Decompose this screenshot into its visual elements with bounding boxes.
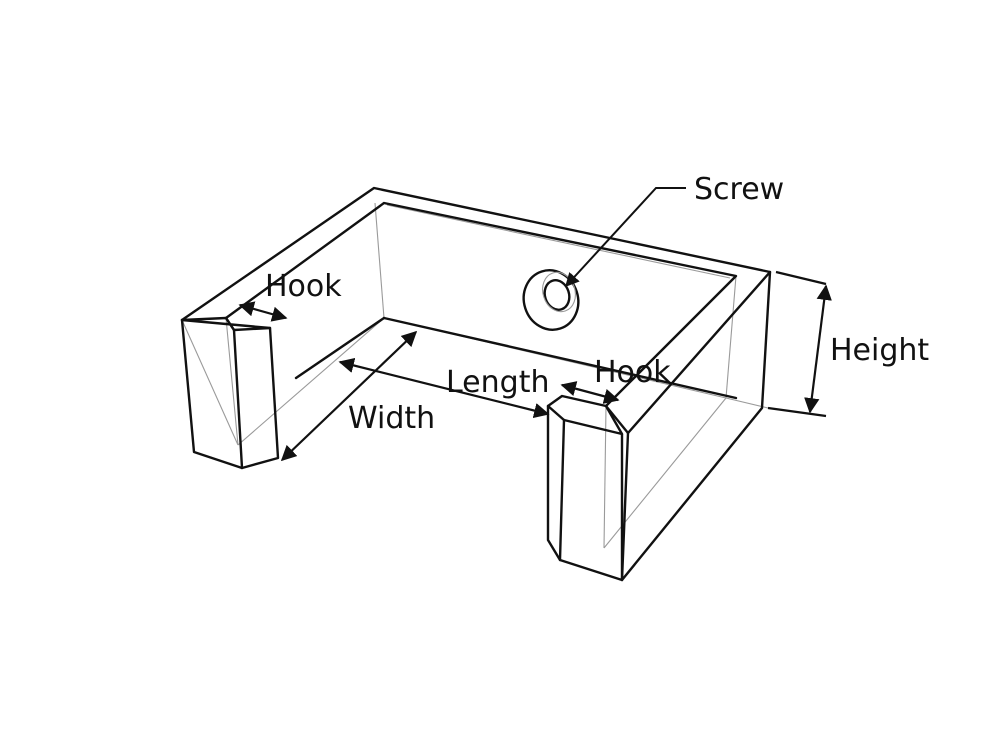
- width-label: Width: [348, 401, 435, 436]
- height-label: Height: [830, 333, 929, 368]
- labels: Screw Hook Height Length Hook Width: [265, 172, 929, 436]
- dimension-arrows: [238, 270, 832, 462]
- height-dimension: [804, 284, 832, 414]
- hook-left-dimension: [238, 301, 288, 322]
- length-label: Length: [446, 365, 549, 400]
- height-extension-bottom: [767, 406, 827, 418]
- screw-leader: [565, 187, 686, 288]
- length-dimension: [338, 357, 550, 419]
- hook-right-dimension: [560, 381, 620, 404]
- height-extension-top: [775, 270, 827, 286]
- hook-left-label: Hook: [265, 269, 342, 304]
- screw-hole: [522, 269, 580, 331]
- screw-label: Screw: [694, 172, 784, 207]
- width-dimension: [280, 330, 418, 462]
- hook-right-label: Hook: [594, 355, 671, 390]
